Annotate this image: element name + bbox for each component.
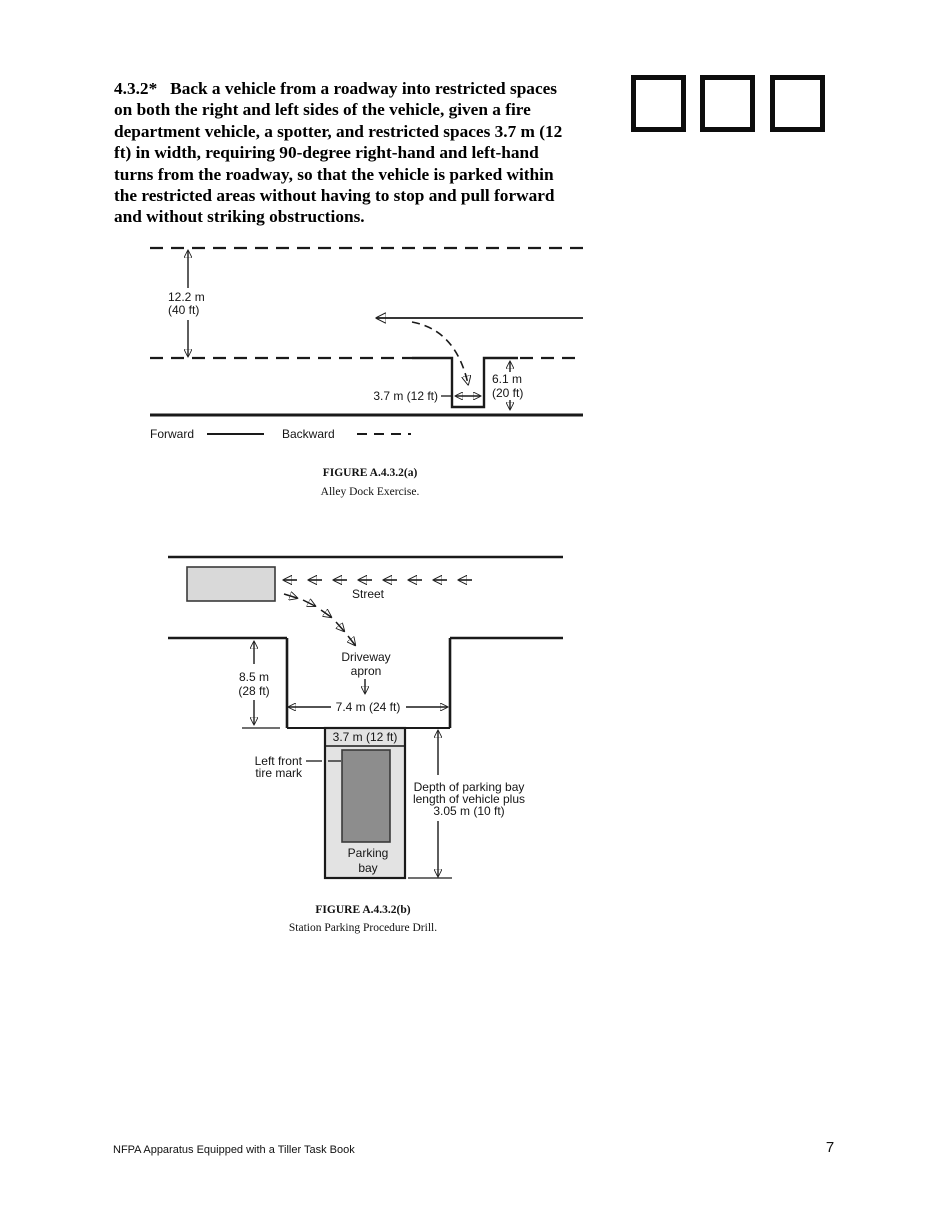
- paragraph-line: ft) in width, requiring 90-degree right-…: [114, 143, 539, 163]
- parking-bay-label-line2: bay: [358, 861, 377, 875]
- alley-width-dimension: 3.7 m (12 ft): [373, 389, 480, 403]
- alley-width-label: 3.7 m (12 ft): [373, 389, 438, 403]
- footer-book-title: NFPA Apparatus Equipped with a Tiller Ta…: [113, 1144, 355, 1156]
- turn-in-path-arrows: [283, 594, 355, 645]
- task-checkbox-2: [700, 75, 755, 132]
- alley-dock-diagram: 12.2 m (40 ft) 3.7 m (12 ft) 6.1 m (20 f…: [150, 246, 583, 441]
- legend-backward-label: Backward: [282, 427, 335, 441]
- tire-mark-label-line2: tire mark: [255, 766, 303, 780]
- driveway-label-line1: Driveway: [341, 650, 390, 664]
- figure-a-caption-title: FIGURE A.4.3.2(a): [322, 467, 418, 479]
- paragraph-line: and without striking obstructions.: [114, 207, 365, 227]
- figure-b-caption-subtitle: Station Parking Procedure Drill.: [288, 922, 438, 934]
- tire-mark-callout: Left front tire mark: [255, 754, 341, 780]
- bay-depth-dimension: Depth of parking bay length of vehicle p…: [408, 731, 525, 879]
- task-checkbox-1: [631, 75, 686, 132]
- figure-a-caption-subtitle: Alley Dock Exercise.: [320, 486, 420, 498]
- roadway-width-dimension: 12.2 m (40 ft): [168, 251, 205, 356]
- alley-dock-notch: [412, 356, 518, 409]
- depth-label-line3: 3.05 m (10 ft): [433, 804, 504, 818]
- section-4-3-2-paragraph: 4.3.2* Back a vehicle from a roadway int…: [114, 78, 562, 228]
- paragraph-line: on both the right and left sides of the …: [114, 100, 531, 120]
- figure-b-caption-title: FIGURE A.4.3.2(b): [315, 904, 411, 916]
- depth-label-line1: Depth of parking bay: [414, 780, 525, 794]
- roadway-width-label-ft: (40 ft): [168, 303, 199, 317]
- roadway-width-label-m: 12.2 m: [168, 290, 205, 304]
- station-parking-diagram: Street 8.5 m (28 ft) Driveway apron: [168, 555, 563, 880]
- parking-bay-label: Parking bay: [348, 846, 389, 875]
- figure-a-legend: Forward Backward: [150, 427, 411, 441]
- setback-label-m: 8.5 m: [239, 670, 269, 684]
- vehicle-on-street: [186, 566, 276, 602]
- alley-depth-label-m: 6.1 m: [492, 372, 522, 386]
- paragraph-line: 4.3.2* Back a vehicle from a roadway int…: [114, 79, 558, 98]
- bay-width-label: 3.7 m (12 ft): [333, 730, 398, 744]
- paragraph-line: turns from the roadway, so that the vehi…: [114, 164, 554, 184]
- task-checkbox-3: [770, 75, 825, 132]
- setback-label-ft: (28 ft): [238, 684, 269, 698]
- paragraph-line: the restricted areas without having to s…: [114, 186, 555, 206]
- backward-path-curve: [411, 321, 468, 384]
- tire-mark-label-line1: Left front: [255, 754, 303, 768]
- alley-depth-dimension: 6.1 m (20 ft): [492, 362, 523, 409]
- depth-label-line2: length of vehicle plus: [413, 792, 525, 806]
- street-label: Street: [352, 587, 385, 601]
- legend-forward-label: Forward: [150, 427, 194, 441]
- paragraph-line: department vehicle, a spotter, and restr…: [114, 121, 563, 141]
- driveway-apron-label: Driveway apron: [341, 650, 391, 693]
- driveway-label-line2: apron: [351, 664, 382, 678]
- opening-width-label: 7.4 m (24 ft): [336, 700, 401, 714]
- parking-bay-label-line1: Parking: [348, 846, 389, 860]
- opening-width-dimension: 7.4 m (24 ft): [289, 700, 447, 714]
- alley-depth-label-ft: (20 ft): [492, 386, 523, 400]
- setback-dimension: 8.5 m (28 ft): [238, 642, 280, 729]
- footer-page-number: 7: [825, 1139, 835, 1156]
- vehicle-in-bay: [341, 749, 391, 843]
